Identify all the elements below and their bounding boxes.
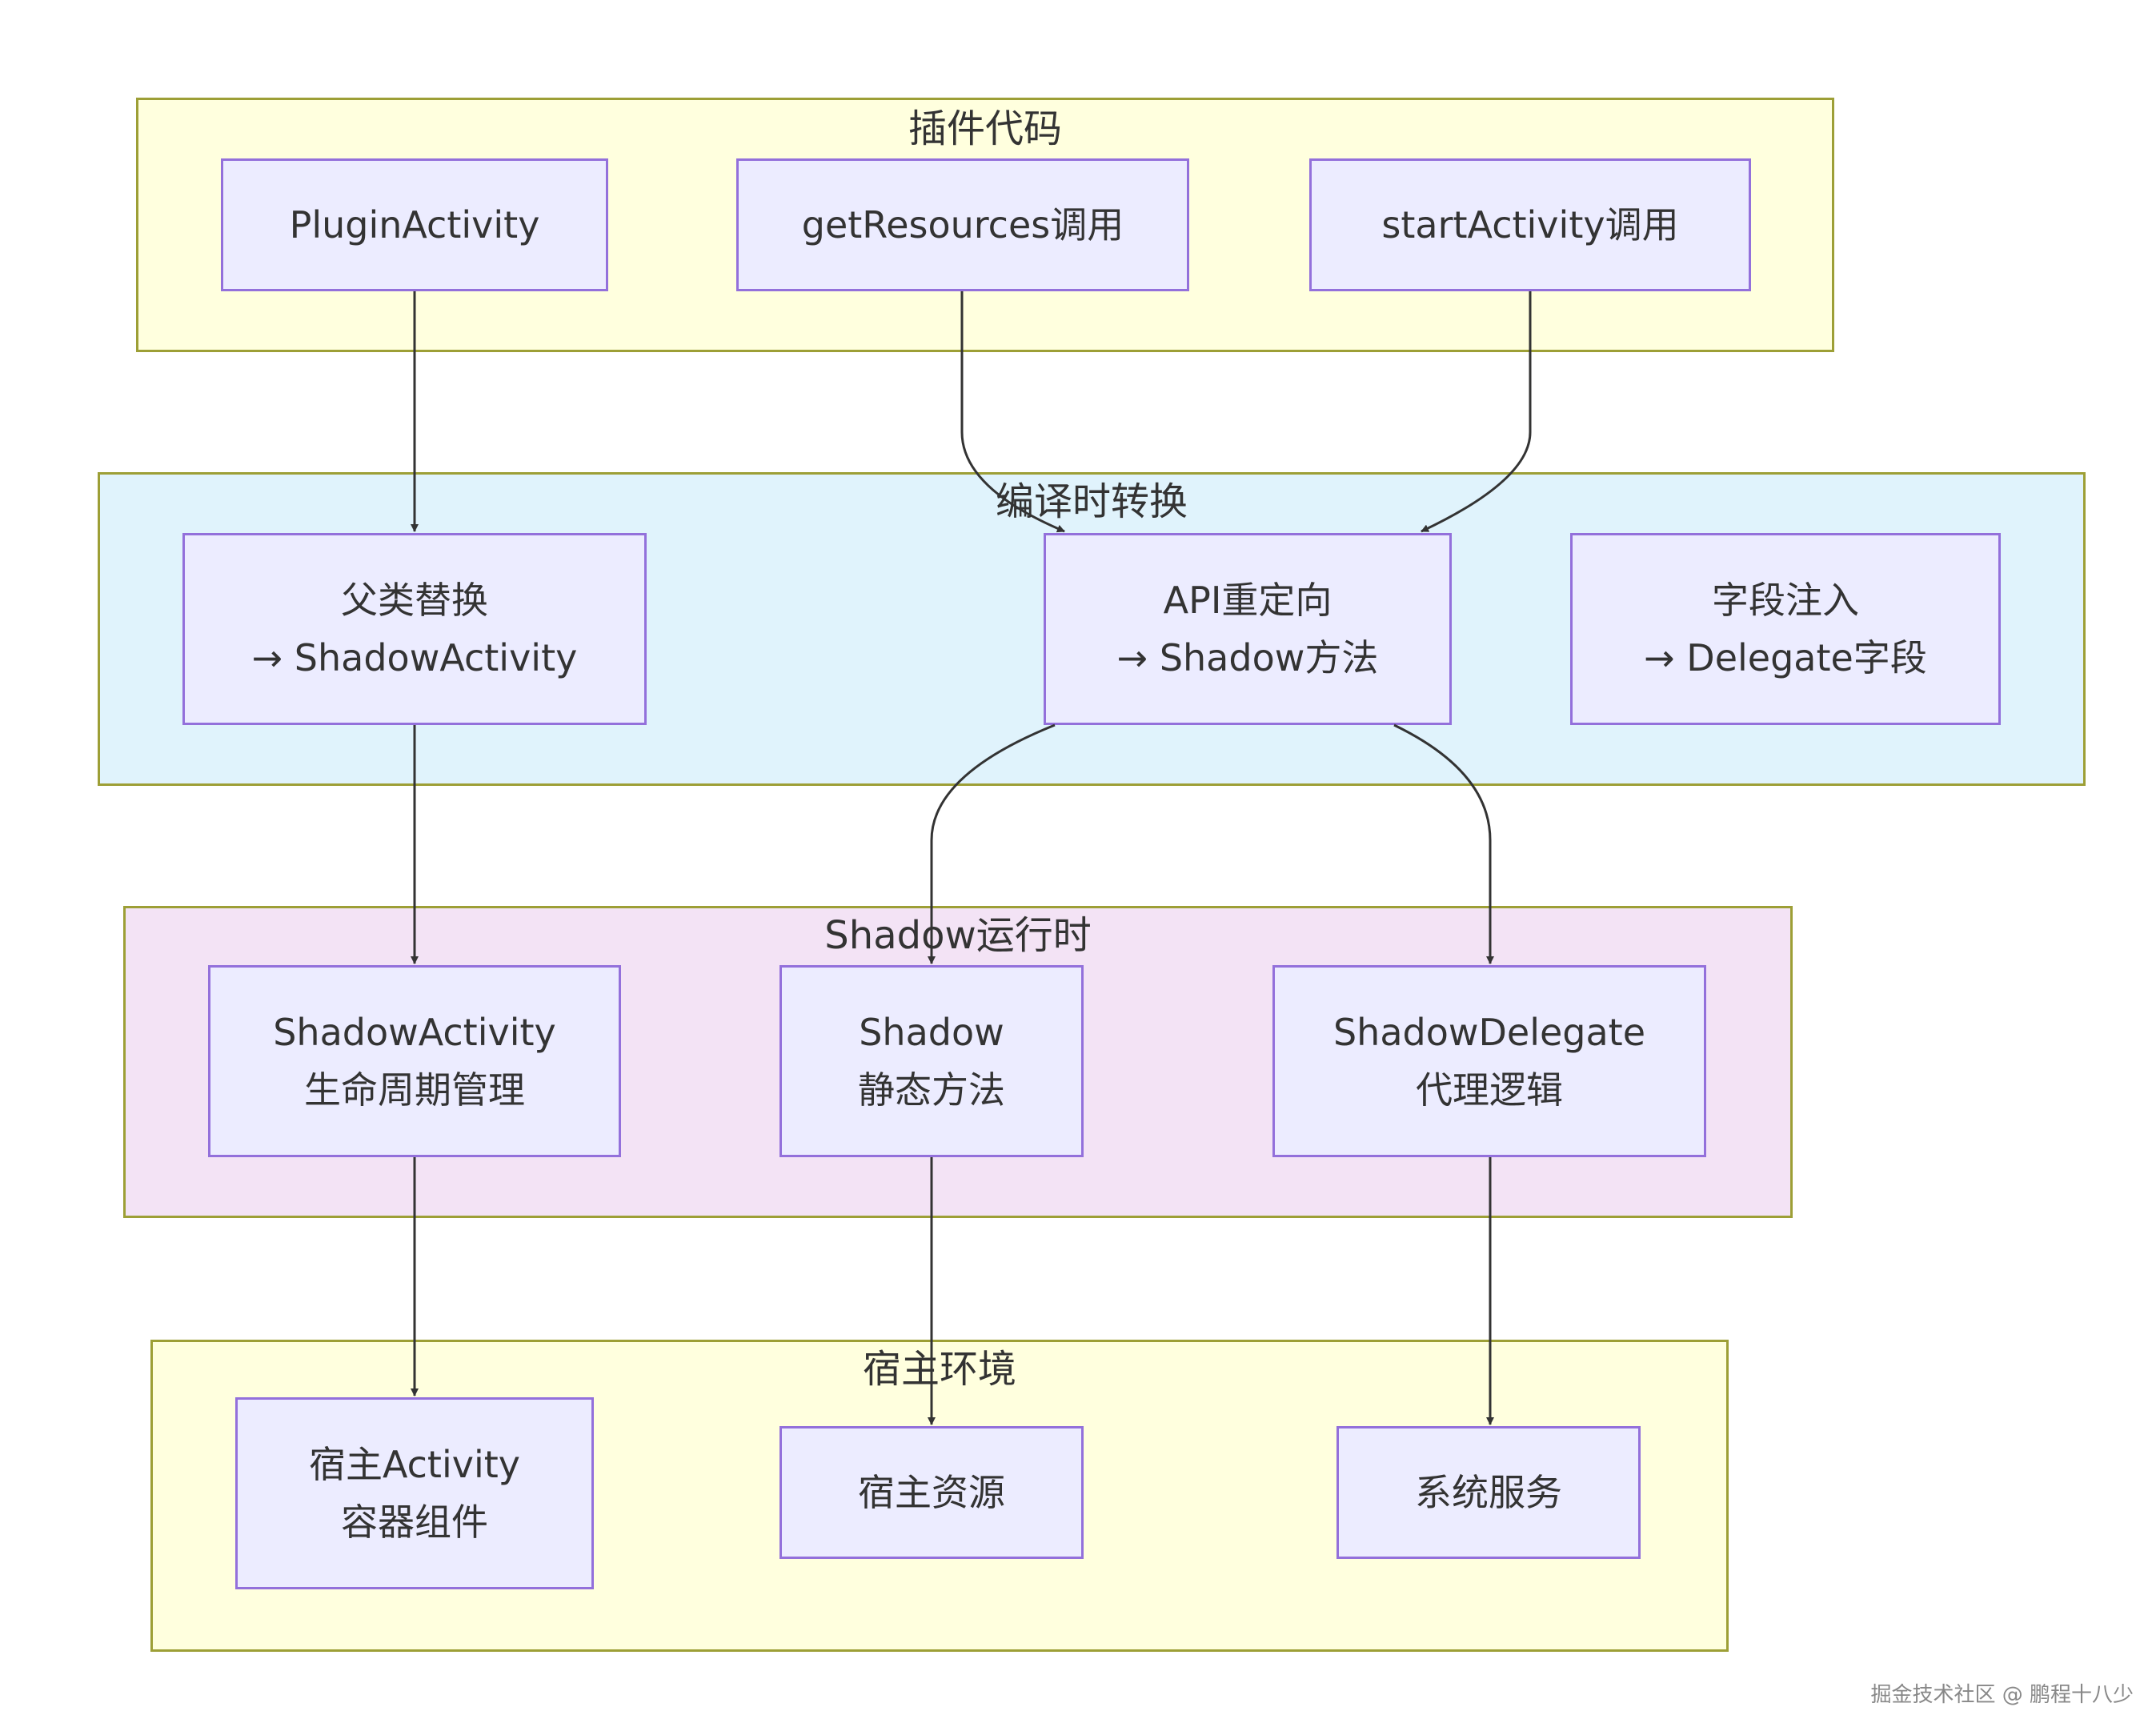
node-label: 容器组件 <box>341 1501 488 1544</box>
node-start-activity[interactable]: startActivity调用 <box>1309 158 1751 291</box>
node-label: 字段注入 <box>1712 579 1859 622</box>
node-label: API重定向 <box>1163 579 1332 622</box>
cluster-title: Shadow运行时 <box>824 913 1092 958</box>
node-label: 生命周期管理 <box>304 1068 525 1112</box>
node-label: startActivity调用 <box>1381 203 1679 246</box>
cluster-title: 宿主环境 <box>862 1347 1016 1392</box>
node-label: 宿主资源 <box>858 1471 1005 1514</box>
node-label: 代理逻辑 <box>1416 1068 1563 1112</box>
node-label: → Shadow方法 <box>1116 636 1379 679</box>
cluster-title: 编译时转换 <box>995 479 1188 524</box>
node-label: ShadowActivity <box>273 1011 556 1054</box>
node-host-activity[interactable]: 宿主Activity 容器组件 <box>235 1397 594 1589</box>
node-api-redirect[interactable]: API重定向 → Shadow方法 <box>1044 533 1452 725</box>
node-get-resources[interactable]: getResources调用 <box>736 158 1189 291</box>
node-host-resources[interactable]: 宿主资源 <box>779 1426 1084 1559</box>
cluster-title: 插件代码 <box>908 106 1062 151</box>
node-label: ShadowDelegate <box>1332 1011 1646 1054</box>
node-field-inject[interactable]: 字段注入 → Delegate字段 <box>1570 533 2001 725</box>
watermark: 掘金技术社区 @ 鹏程十八少 <box>1870 1683 2134 1707</box>
node-label: Shadow <box>859 1011 1004 1054</box>
node-shadow-activity[interactable]: ShadowActivity 生命周期管理 <box>208 965 621 1157</box>
node-label: 父类替换 <box>341 579 488 622</box>
node-label: 宿主Activity <box>308 1443 521 1486</box>
node-system-services[interactable]: 系统服务 <box>1336 1426 1641 1559</box>
node-label: 系统服务 <box>1415 1471 1562 1514</box>
node-label: PluginActivity <box>289 203 540 246</box>
node-shadow-static[interactable]: Shadow 静态方法 <box>779 965 1084 1157</box>
node-shadow-delegate[interactable]: ShadowDelegate 代理逻辑 <box>1272 965 1706 1157</box>
node-parent-replace[interactable]: 父类替换 → ShadowActivity <box>182 533 647 725</box>
node-label: → ShadowActivity <box>251 636 578 679</box>
node-label: getResources调用 <box>801 203 1124 246</box>
node-label: 静态方法 <box>858 1068 1005 1112</box>
node-label: → Delegate字段 <box>1644 636 1927 679</box>
node-plugin-activity[interactable]: PluginActivity <box>221 158 608 291</box>
